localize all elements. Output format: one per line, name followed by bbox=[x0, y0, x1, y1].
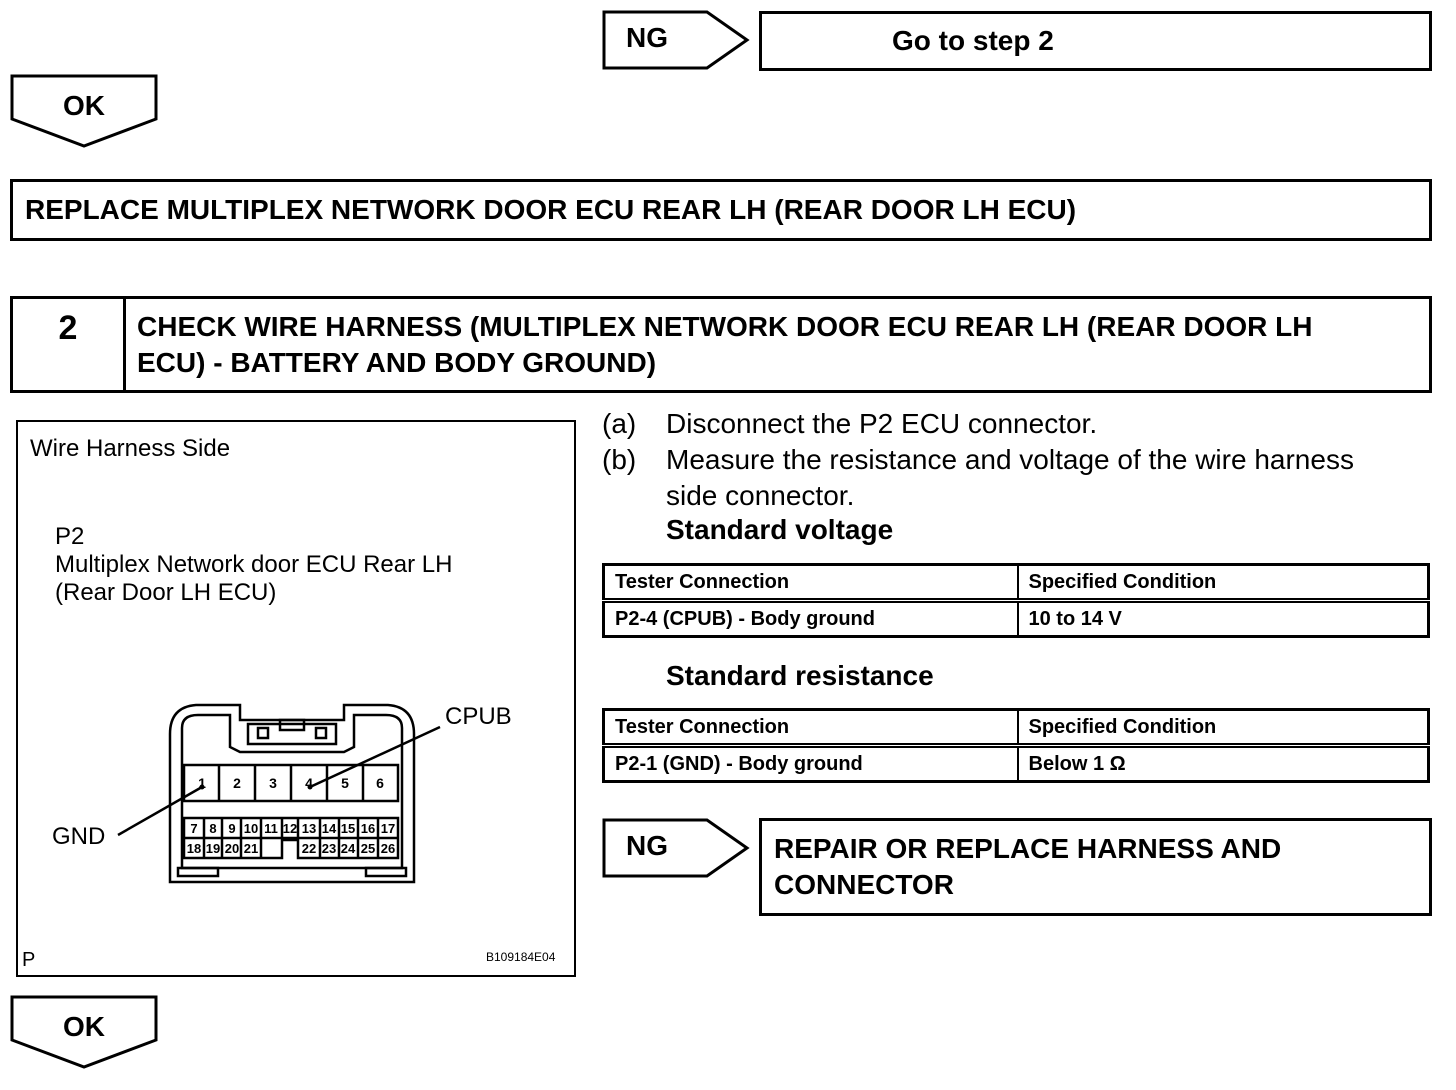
corner-letter: P bbox=[22, 949, 36, 971]
instruction-b-line-2: side connector. bbox=[666, 480, 855, 511]
resistance-table-row: P2-1 (GND) - Body ground Below 1 Ω bbox=[602, 744, 1430, 783]
pin-25: 25 bbox=[361, 841, 375, 856]
connector-drawing bbox=[117, 703, 441, 884]
resistance-table: Tester Connection Specified Condition P2… bbox=[602, 708, 1430, 783]
pin-14: 14 bbox=[322, 821, 337, 836]
pin-6: 6 bbox=[376, 775, 384, 791]
step-title-line-1: CHECK WIRE HARNESS (MULTIPLEX NETWORK DO… bbox=[137, 311, 1313, 342]
pin-5: 5 bbox=[341, 775, 349, 791]
pin-15: 15 bbox=[341, 821, 355, 836]
pin-24: 24 bbox=[341, 841, 356, 856]
voltage-table: Tester Connection Specified Condition P2… bbox=[602, 563, 1430, 638]
pin-12: 12 bbox=[283, 821, 297, 836]
pin-26: 26 bbox=[381, 841, 395, 856]
instruction-b-line-1: Measure the resistance and voltage of th… bbox=[666, 444, 1354, 475]
resistance-row-condition: Below 1 Ω bbox=[1016, 744, 1430, 783]
voltage-table-row: P2-4 (CPUB) - Body ground 10 to 14 V bbox=[602, 599, 1430, 638]
connector-name: Multiplex Network door ECU Rear LH bbox=[55, 551, 453, 578]
replace-ecu-box: REPLACE MULTIPLEX NETWORK DOOR ECU REAR … bbox=[10, 179, 1432, 241]
ng-label: NG bbox=[626, 22, 668, 53]
pin-23: 23 bbox=[322, 841, 336, 856]
pin-21: 21 bbox=[244, 841, 258, 856]
voltage-row-connection: P2-4 (CPUB) - Body ground bbox=[602, 599, 1019, 638]
voltage-col-connection: Tester Connection bbox=[602, 563, 1019, 603]
resistance-table-header: Tester Connection Specified Condition bbox=[602, 708, 1430, 748]
pin-16: 16 bbox=[361, 821, 375, 836]
figure-code: B109184E04 bbox=[486, 950, 556, 964]
voltage-col-condition: Specified Condition bbox=[1016, 563, 1430, 603]
cpub-label: CPUB bbox=[445, 703, 512, 730]
pin-7: 7 bbox=[190, 821, 197, 836]
gnd-label: GND bbox=[52, 823, 106, 850]
pin-19: 19 bbox=[206, 841, 220, 856]
step-number: 2 bbox=[58, 309, 78, 347]
connector-subname: (Rear Door LH ECU) bbox=[55, 579, 277, 606]
repair-harness-line-1: REPAIR OR REPLACE HARNESS AND bbox=[774, 833, 1282, 864]
ok-label: OK bbox=[63, 90, 105, 121]
ng-label: NG bbox=[626, 830, 668, 861]
standard-voltage-heading: Standard voltage bbox=[666, 514, 894, 545]
replace-ecu-text: REPLACE MULTIPLEX NETWORK DOOR ECU REAR … bbox=[25, 194, 1077, 225]
repair-harness-line-2: CONNECTOR bbox=[774, 869, 954, 900]
ng-arrow-icon bbox=[602, 818, 750, 878]
connector-id: P2 bbox=[55, 523, 85, 550]
resistance-col-condition: Specified Condition bbox=[1016, 708, 1430, 748]
connector-pin-labels: 1 2 3 4 5 6 7 8 9 10 11 12 13 14 15 16 1… bbox=[187, 775, 395, 856]
pin-2: 2 bbox=[233, 775, 241, 791]
instruction-a-marker: (a) bbox=[602, 408, 637, 439]
repair-harness-text: REPAIR OR REPLACE HARNESS AND CONNECTOR bbox=[774, 831, 1281, 903]
diagram-header: Wire Harness Side bbox=[30, 435, 231, 462]
instruction-b-marker: (b) bbox=[602, 444, 637, 475]
pin-13: 13 bbox=[302, 821, 316, 836]
go-to-step-2-text: Go to step 2 bbox=[892, 25, 1054, 56]
pin-22: 22 bbox=[302, 841, 316, 856]
ng-arrow-icon bbox=[602, 10, 750, 70]
repair-harness-box[interactable]: REPAIR OR REPLACE HARNESS AND CONNECTOR bbox=[759, 818, 1432, 916]
pin-11: 11 bbox=[264, 821, 278, 836]
pin-20: 20 bbox=[225, 841, 239, 856]
pin-18: 18 bbox=[187, 841, 201, 856]
step-title-line-2: ECU) - BATTERY AND BODY GROUND) bbox=[137, 347, 657, 378]
ok-arrow-icon bbox=[10, 74, 158, 148]
step-divider bbox=[123, 299, 126, 390]
pin-4: 4 bbox=[305, 775, 313, 791]
pin-9: 9 bbox=[228, 821, 235, 836]
step-title: CHECK WIRE HARNESS (MULTIPLEX NETWORK DO… bbox=[137, 309, 1427, 381]
ok-arrow-icon bbox=[10, 995, 158, 1069]
pin-8: 8 bbox=[209, 821, 216, 836]
standard-resistance-heading: Standard resistance bbox=[666, 660, 934, 691]
voltage-row-condition: 10 to 14 V bbox=[1016, 599, 1430, 638]
step-header: 2 CHECK WIRE HARNESS (MULTIPLEX NETWORK … bbox=[10, 296, 1432, 393]
voltage-table-header: Tester Connection Specified Condition bbox=[602, 563, 1430, 603]
resistance-row-connection: P2-1 (GND) - Body ground bbox=[602, 744, 1019, 783]
pin-3: 3 bbox=[269, 775, 277, 791]
ok-label: OK bbox=[63, 1011, 105, 1042]
pin-1: 1 bbox=[198, 775, 206, 791]
connector-diagram: Wire Harness Side P2 Multiplex Network d… bbox=[16, 420, 576, 977]
go-to-step-2-box[interactable]: Go to step 2 bbox=[759, 11, 1432, 71]
instruction-a-text: Disconnect the P2 ECU connector. bbox=[666, 408, 1098, 439]
pin-10: 10 bbox=[244, 821, 258, 836]
pin-17: 17 bbox=[381, 821, 395, 836]
resistance-col-connection: Tester Connection bbox=[602, 708, 1019, 748]
